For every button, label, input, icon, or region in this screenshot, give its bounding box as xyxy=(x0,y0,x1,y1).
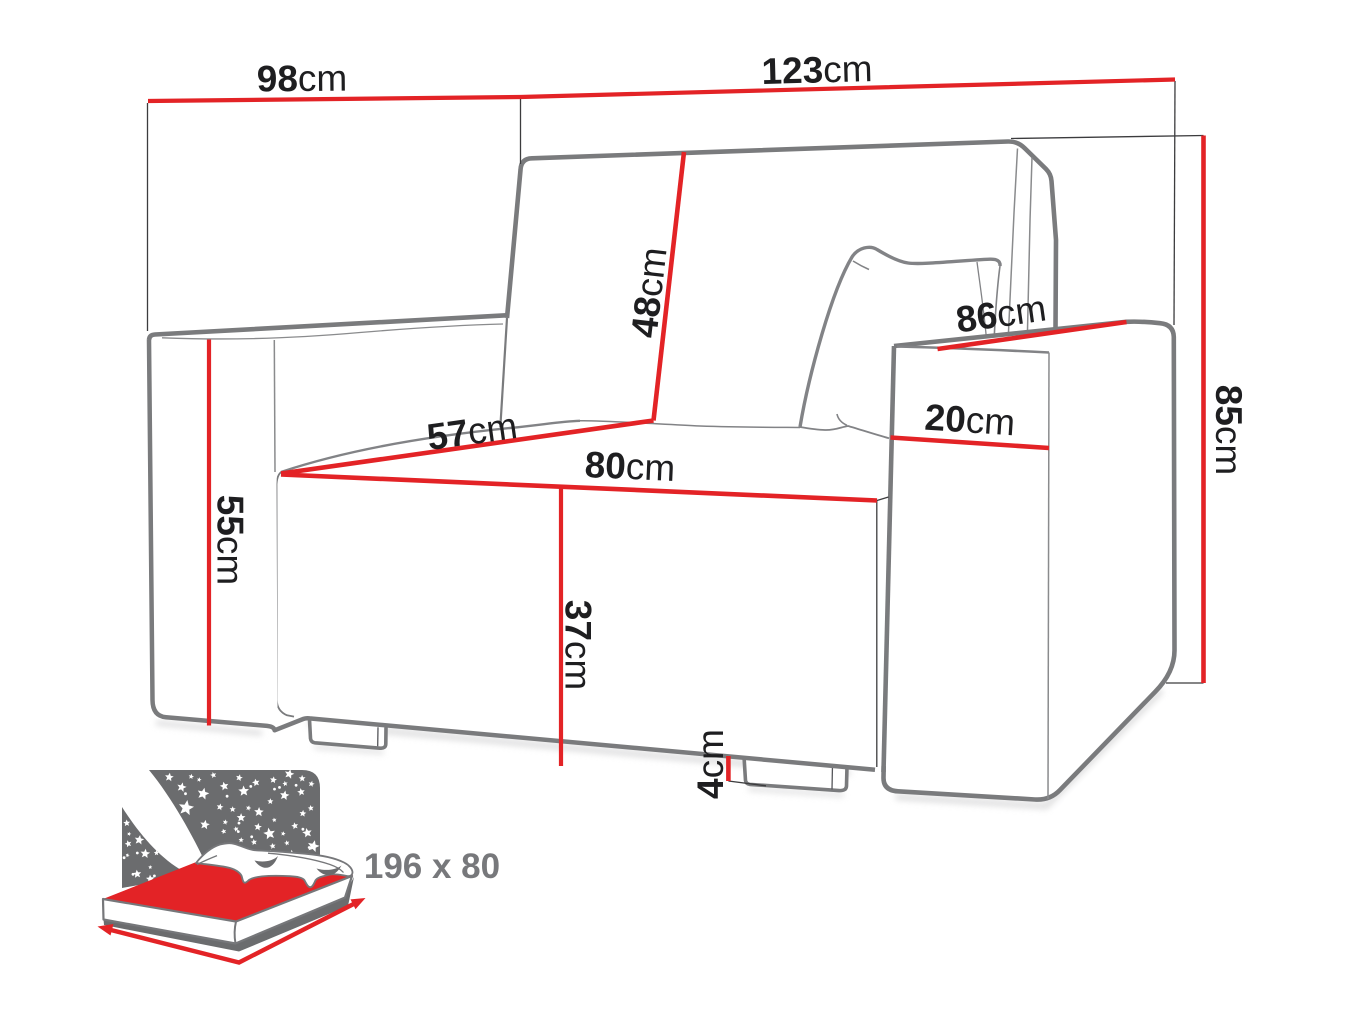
svg-text:48cm: 48cm xyxy=(623,245,674,340)
svg-text:86cm: 86cm xyxy=(953,287,1048,340)
svg-text:98cm: 98cm xyxy=(257,58,348,100)
svg-text:55cm: 55cm xyxy=(210,495,251,585)
svg-text:196 x 80: 196 x 80 xyxy=(364,847,500,886)
svg-text:123cm: 123cm xyxy=(761,48,873,92)
svg-text:57cm: 57cm xyxy=(424,405,519,458)
svg-text:37cm: 37cm xyxy=(558,600,599,690)
svg-text:80cm: 80cm xyxy=(584,444,676,489)
svg-text:4cm: 4cm xyxy=(690,729,731,799)
svg-text:20cm: 20cm xyxy=(923,397,1016,444)
svg-text:85cm: 85cm xyxy=(1208,385,1249,475)
